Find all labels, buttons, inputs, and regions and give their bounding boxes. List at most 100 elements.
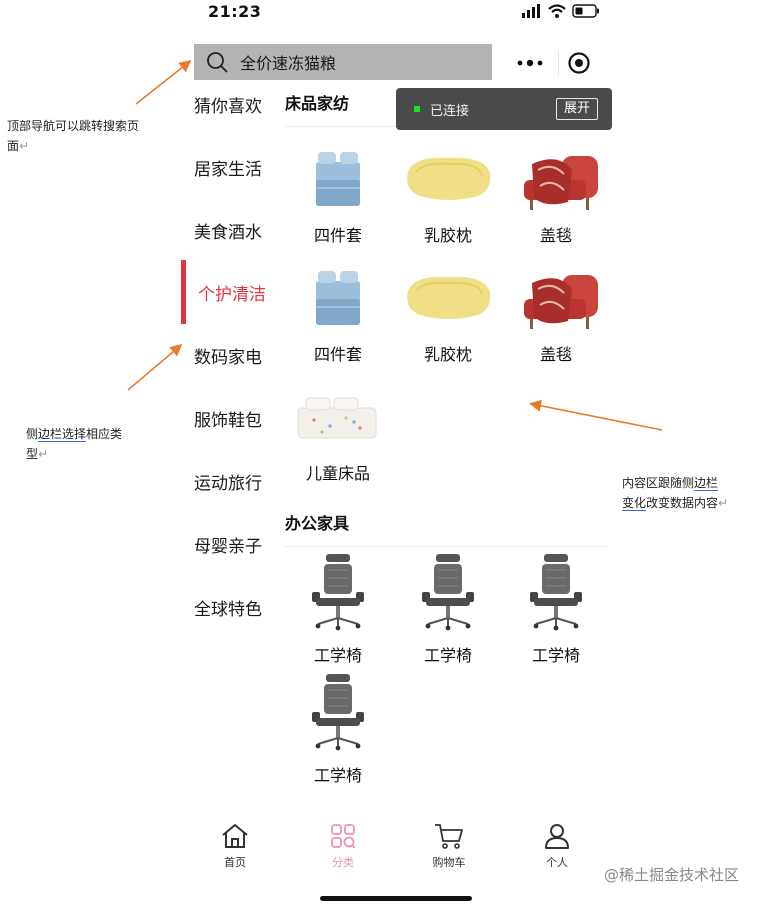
annotation-line: 面↵ [7, 136, 139, 156]
sidebar-item-personal-care[interactable]: 个护清洁 [176, 260, 280, 324]
status-icons [522, 4, 600, 18]
ergonomic-chair-image [284, 552, 392, 632]
annotation-text: 改变数据内容 [646, 496, 719, 510]
product-name: 工学椅 [313, 766, 362, 785]
search-icon [206, 51, 228, 73]
sidebar-item-label: 美食酒水 [194, 222, 262, 243]
sidebar-item-food-drinks[interactable]: 美食酒水 [176, 210, 280, 250]
watermark: @稀土掘金技术社区 [604, 866, 740, 884]
return-mark-icon: ↵ [19, 139, 30, 153]
product-item[interactable]: 工学椅 [394, 552, 502, 665]
return-mark-icon: ↵ [718, 496, 729, 510]
tab-profile[interactable]: 个人 [512, 822, 602, 878]
sidebar-item-sports-travel[interactable]: 运动旅行 [176, 461, 280, 501]
product-name: 四件套 [313, 226, 362, 245]
home-indicator [320, 896, 472, 901]
product-item[interactable]: 乳胶枕 [394, 146, 502, 258]
tab-category[interactable]: 分类 [298, 822, 388, 878]
annotation-line: 变化改变数据内容↵ [622, 493, 728, 513]
sidebar-item-global[interactable]: 全球特色 [176, 587, 280, 627]
product-item[interactable]: 工学椅 [284, 672, 392, 785]
product-item[interactable]: 盖毯 [502, 146, 610, 258]
product-item[interactable]: 盖毯 [502, 265, 610, 377]
product-name: 工学椅 [423, 646, 472, 665]
product-name: 乳胶枕 [423, 226, 472, 245]
person-icon [545, 824, 569, 849]
capsule-divider [558, 50, 559, 76]
more-menu-button[interactable] [510, 52, 550, 74]
arrow-sidebar [127, 344, 183, 391]
section-title-bedding: 床品家纺 [285, 94, 350, 113]
tab-cart[interactable]: 购物车 [404, 822, 494, 878]
return-mark-icon: ↵ [38, 447, 49, 461]
annotation-line: 型↵ [26, 444, 122, 464]
sidebar-item-guess-you-like[interactable]: 猜你喜欢 [176, 84, 280, 124]
tab-label: 分类 [332, 856, 354, 869]
section-title-office: 办公家具 [285, 514, 350, 533]
sidebar-item-home-living[interactable]: 居家生活 [176, 147, 280, 187]
connection-status: 已连接 [430, 103, 470, 119]
sidebar-item-label: 母婴亲子 [194, 536, 262, 557]
bedding-set-image [284, 265, 392, 333]
annotation-line: 内容区跟随侧边栏 [622, 473, 728, 493]
annotation-text-underlined: 变化 [622, 496, 647, 511]
tab-label: 购物车 [432, 856, 466, 869]
sidebar-item-label: 数码家电 [194, 347, 262, 368]
product-item[interactable]: 工学椅 [284, 552, 392, 665]
sidebar-item-mother-baby[interactable]: 母婴亲子 [176, 524, 280, 564]
connected-dot-icon [414, 106, 420, 112]
sidebar-item-digital-appliances[interactable]: 数码家电 [176, 335, 280, 375]
product-name: 盖毯 [539, 345, 572, 364]
kids-bedding-image [284, 384, 392, 452]
home-icon [222, 824, 248, 848]
product-item[interactable]: 四件套 [284, 265, 392, 377]
annotation-line: 顶部导航可以跳转搜索页 [7, 119, 140, 133]
annotation-text: 侧 [26, 427, 39, 441]
category-icon [331, 824, 356, 849]
sidebar-item-label: 个护清洁 [198, 284, 266, 305]
latex-pillow-image [394, 146, 502, 214]
annotation-text: 面 [7, 139, 20, 153]
product-name: 儿童床品 [305, 464, 370, 483]
battery-icon [572, 4, 599, 18]
annotation-content: 内容区跟随侧边栏 变化改变数据内容↵ [622, 473, 728, 513]
product-name: 工学椅 [531, 646, 580, 665]
sidebar-item-apparel[interactable]: 服饰鞋包 [176, 398, 280, 438]
section-divider [284, 546, 610, 547]
latex-pillow-image [394, 265, 502, 333]
tab-label: 个人 [546, 856, 568, 869]
sidebar-item-label: 全球特色 [194, 599, 262, 620]
throw-blanket-image [502, 146, 610, 214]
product-name: 乳胶枕 [423, 345, 472, 364]
active-indicator [181, 260, 186, 324]
throw-blanket-image [502, 265, 610, 333]
annotation-sidebar: 侧边栏选择相应类 型↵ [26, 424, 122, 464]
bedding-set-image [284, 146, 392, 214]
tab-label: 首页 [224, 856, 246, 869]
expand-button[interactable]: 展开 [555, 98, 598, 120]
product-item[interactable]: 儿童床品 [284, 384, 392, 496]
search-bar[interactable]: 全价速冻猫粮 [194, 44, 492, 80]
annotation-text: 内容区跟随侧 [622, 476, 695, 490]
ergonomic-chair-image [394, 552, 502, 632]
annotation-text-underlined: 边栏 [694, 476, 719, 491]
annotation-text-underlined: 边栏选择 [38, 427, 87, 442]
tab-home[interactable]: 首页 [190, 822, 280, 878]
product-item[interactable]: 工学椅 [502, 552, 610, 665]
product-name: 四件套 [313, 345, 362, 364]
search-text: 全价速冻猫粮 [240, 54, 337, 73]
connection-toast: 已连接 展开 [396, 88, 612, 130]
product-item[interactable]: 乳胶枕 [394, 265, 502, 377]
annotation-top-nav: 顶部导航可以跳转搜索页 面↵ [7, 116, 139, 156]
status-time: 21:23 [208, 2, 262, 21]
close-miniprogram-button[interactable] [566, 50, 592, 76]
annotation-text: 型 [26, 447, 39, 461]
product-name: 工学椅 [313, 646, 362, 665]
product-item[interactable]: 四件套 [284, 146, 392, 258]
cart-icon [435, 824, 463, 849]
ergonomic-chair-image [502, 552, 610, 632]
phone-screen: 21:23 [176, 0, 616, 908]
signal-icon [522, 4, 540, 18]
bottom-tab-bar: 首页 分类 购物车 [176, 816, 616, 908]
